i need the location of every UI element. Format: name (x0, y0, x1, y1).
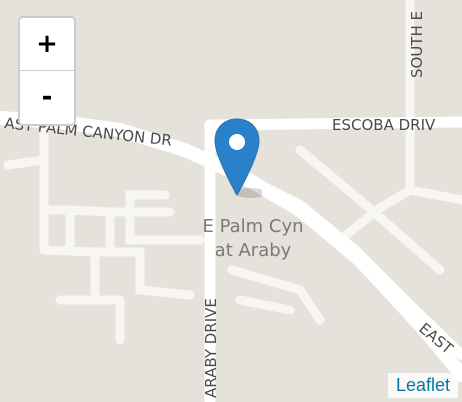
map-pin-icon[interactable] (212, 117, 262, 199)
zoom-out-button[interactable]: - (20, 70, 74, 123)
zoom-control: + - (18, 16, 76, 126)
street-label-south-e: SOUTH E (408, 11, 426, 78)
street-label-araby: ARABY DRIVE (202, 298, 220, 398)
street-label-escoba: ESCOBA DRIV (332, 116, 436, 134)
zoom-in-button[interactable]: + (36, 29, 58, 59)
poi-label-line2: at Araby (215, 240, 292, 261)
poi-label-line1: E Palm Cyn (202, 216, 303, 237)
attribution-link[interactable]: Leaflet (387, 373, 458, 398)
residential-streets (3, 0, 462, 345)
